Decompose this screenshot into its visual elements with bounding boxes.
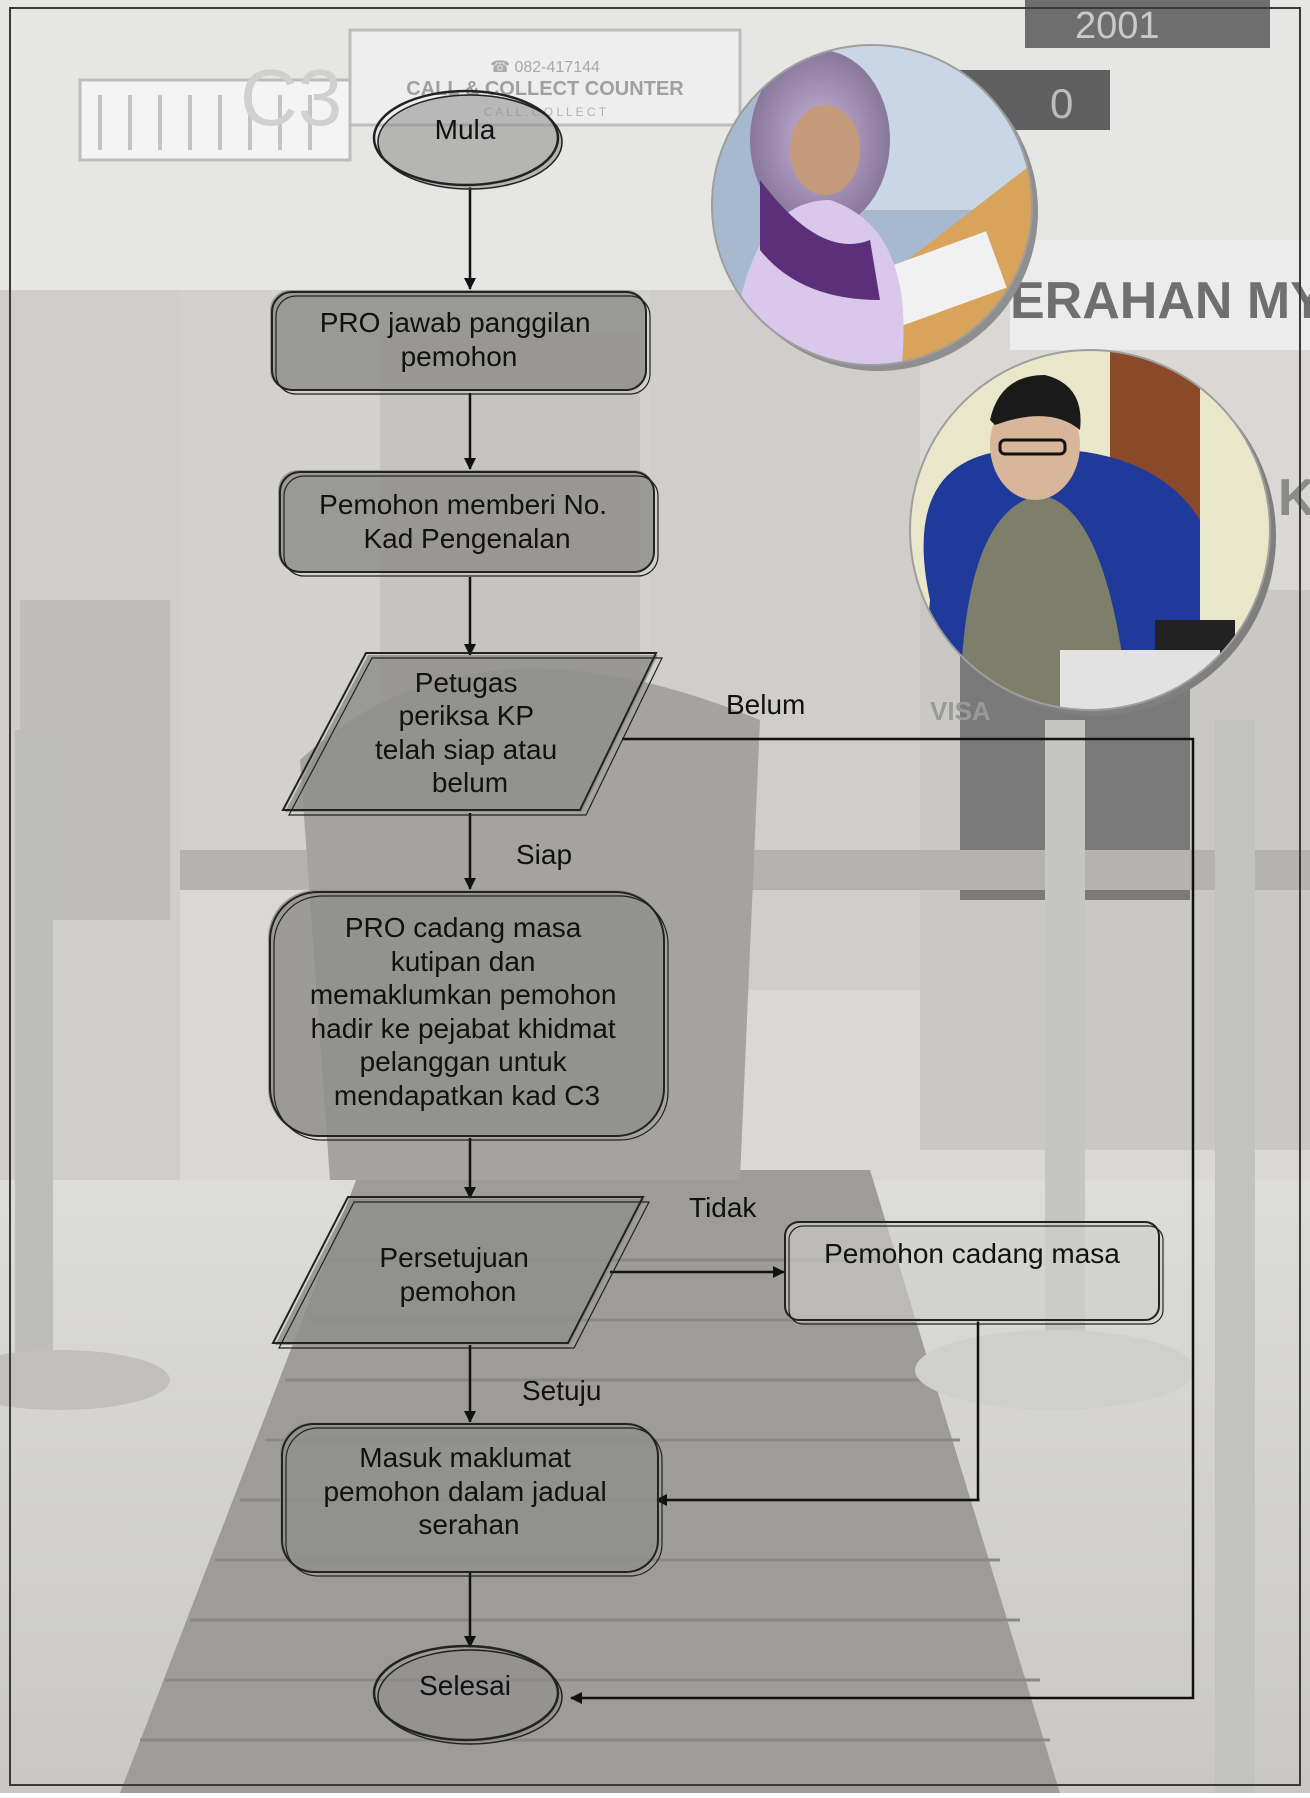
photo-staff-on-phone [711, 44, 1038, 371]
svg-text:Masuk maklumat pemohon d: Masuk maklumat pemohon dalam jadual sera… [323, 1442, 614, 1540]
node-enter-schedule-line3: serahan [418, 1509, 519, 1540]
node-give-ic-line2: Kad Pengenalan [363, 523, 570, 554]
svg-text:Petugas periksa KP: Petugas periksa KP telah siap atau belum [375, 667, 565, 798]
queue-number-text: 0 [1050, 80, 1073, 127]
svg-text:Persetujuan pemohon: Persetujuan pemohon [379, 1242, 536, 1307]
node-propose-time-line5: pelanggan untuk [360, 1046, 568, 1077]
node-check-kp-line3: telah siap atau [375, 734, 557, 765]
node-start-label: Mula [435, 114, 496, 145]
visa-sign-text: VISA [930, 696, 991, 726]
svg-text:Pemohon cadang masa: Pemohon cadang masa [824, 1238, 1120, 1269]
node-propose-time-line3: memaklumkan pemohon [310, 979, 617, 1010]
node-applicant-propose-line1: Pemohon cadang masa [824, 1238, 1120, 1269]
edge-check-notready-to-end [570, 737, 1195, 1704]
node-propose-time-line6: mendapatkan kad C3 [334, 1080, 600, 1111]
node-enter-schedule: Masuk maklumat pemohon dalam jadual sera… [280, 1422, 663, 1577]
wall-sign-2-text: K [1278, 469, 1310, 527]
photo-applicant-on-phone [909, 349, 1276, 716]
svg-text:PRO cadang masa kutipan: PRO cadang masa kutipan dan memaklumkan … [310, 912, 624, 1111]
node-check-kp-line2: periksa KP [399, 700, 534, 731]
node-applicant-propose: Pemohon cadang masa [784, 1221, 1164, 1325]
node-check-kp-line4: belum [432, 767, 508, 798]
wall-sign-text: ERAHAN MYKA [1010, 272, 1310, 330]
node-propose-time: PRO cadang masa kutipan dan memaklumkan … [268, 890, 669, 1141]
edge-applicant-propose-to-schedule [655, 1320, 980, 1506]
node-give-ic: Pemohon memberi No. Kad Pengenalan [278, 470, 659, 577]
edge-label-disagree: Tidak [689, 1192, 757, 1223]
svg-text:PRO jawab panggilan pemo: PRO jawab panggilan pemohon [320, 307, 599, 372]
flow-connectors [464, 187, 1195, 1704]
node-propose-time-line2: kutipan dan [391, 946, 536, 977]
edge-label-not-ready: Belum [726, 689, 805, 720]
node-start: Mula [372, 89, 563, 190]
c3-logo-text: C3 [240, 53, 342, 142]
queue-display-text: 2001 [1075, 5, 1160, 47]
node-end: Selesai [372, 1644, 563, 1745]
edge-label-ready: Siap [516, 839, 572, 870]
edge-label-agree: Setuju [522, 1375, 601, 1406]
node-check-kp: Petugas periksa KP telah siap atau belum [281, 652, 663, 816]
node-applicant-agree-line1: Persetujuan [379, 1242, 528, 1273]
node-end-label: Selesai [419, 1670, 511, 1701]
node-enter-schedule-line2: pemohon dalam jadual [323, 1476, 606, 1507]
svg-text:Pemohon memberi No. Kad: Pemohon memberi No. Kad Pengenalan [319, 489, 615, 554]
node-propose-time-line4: hadir ke pejabat khidmat [311, 1013, 616, 1044]
node-answer-call: PRO jawab panggilan pemohon [270, 290, 651, 395]
node-enter-schedule-line1: Masuk maklumat [359, 1442, 571, 1473]
node-propose-time-line1: PRO cadang masa [345, 912, 582, 943]
node-answer-call-line1: PRO jawab panggilan [320, 307, 591, 338]
counter-phone-text: ☎ 082-417144 [490, 59, 600, 76]
node-answer-call-line2: pemohon [401, 341, 518, 372]
node-applicant-agree-line2: pemohon [400, 1276, 517, 1307]
node-check-kp-line1: Petugas [415, 667, 518, 698]
page-frame [9, 7, 1301, 1786]
node-give-ic-line1: Pemohon memberi No. [319, 489, 607, 520]
node-applicant-agree: Persetujuan pemohon [271, 1196, 650, 1349]
